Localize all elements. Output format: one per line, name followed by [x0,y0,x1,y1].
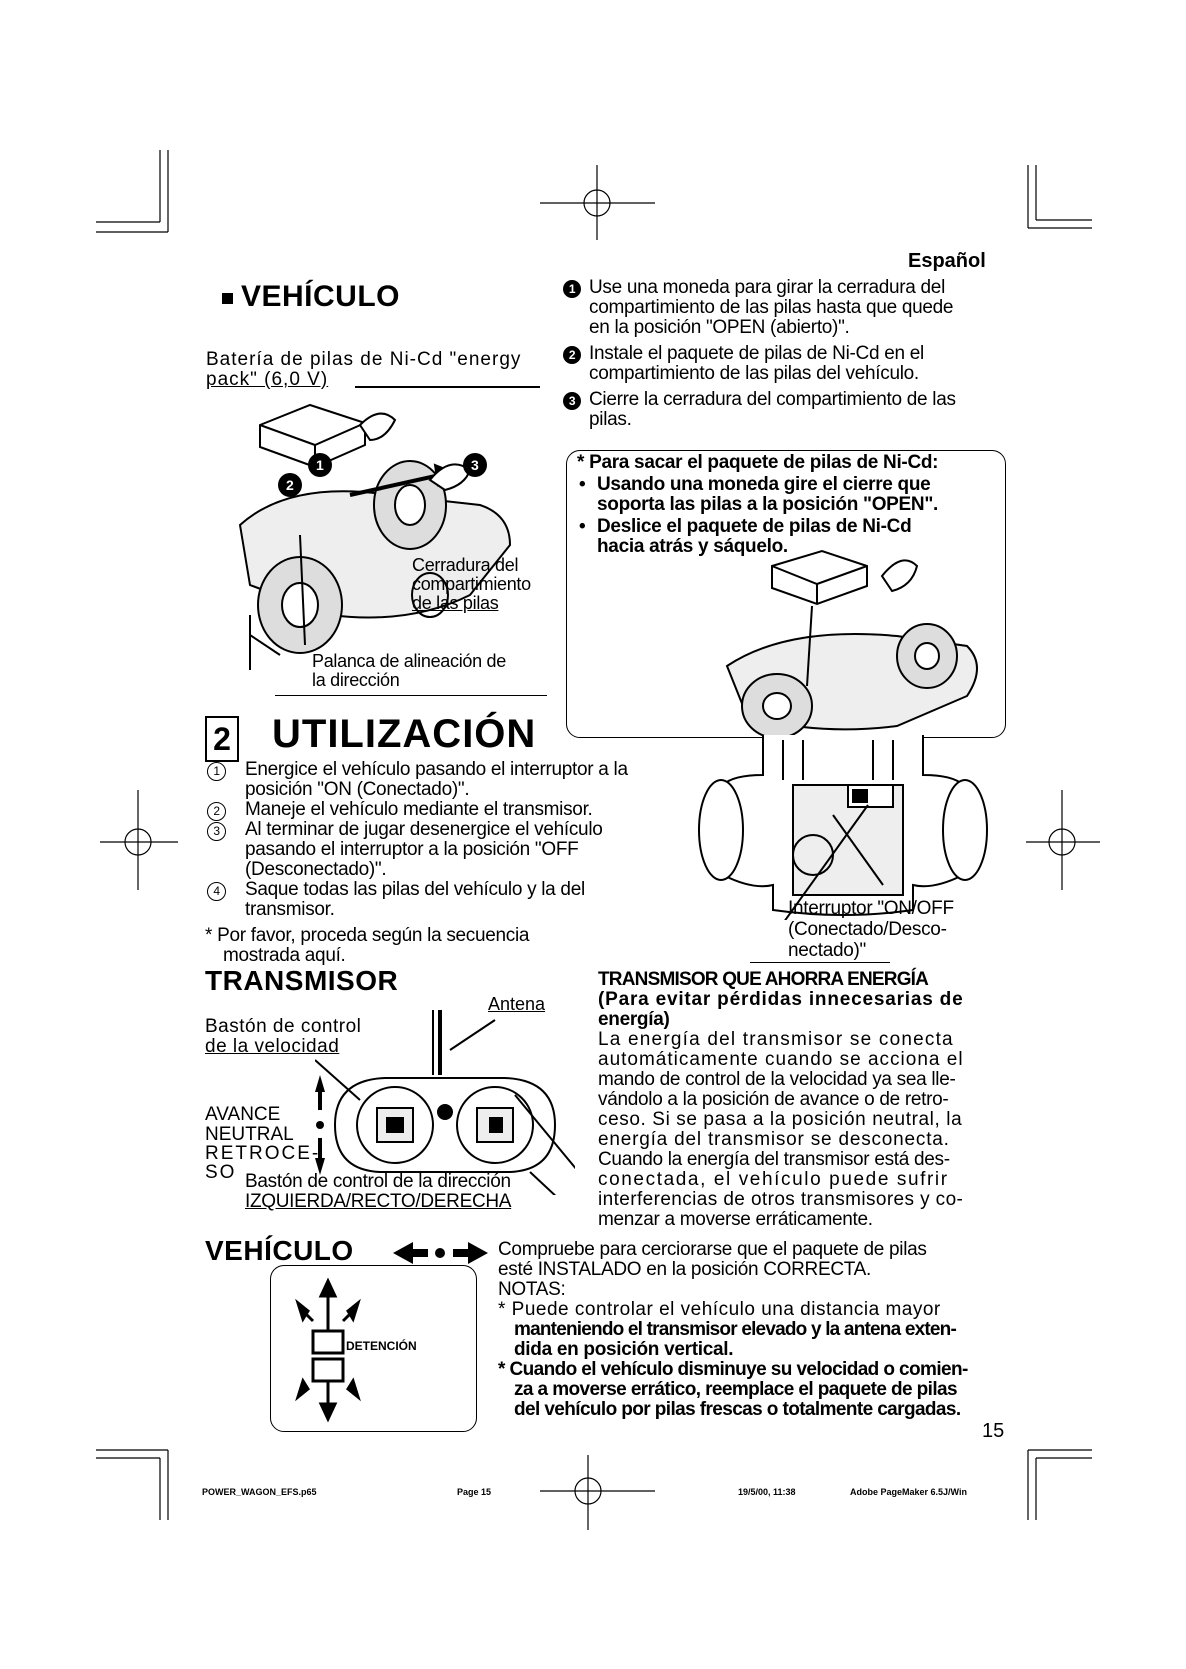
utilizacion-note: * Por favor, proceda según la secuencia … [205,925,530,966]
vehicle-section-title: VEHÍCULO [222,280,400,314]
battery-caption: Batería de pilas de Ni-Cd "energy pack" … [206,349,522,390]
steering-arrows-icon [295,1277,361,1423]
lock-callout: Cerradura del compartimiento de las pila… [412,555,531,613]
language-label: Español [908,250,986,272]
step-1-marker: 1 [316,457,324,473]
lever-callout: Palanca de alineación de la dirección [312,651,506,690]
retroceso-label: RETROCE- SO [205,1143,321,1183]
step-number-badge: 3 [563,392,581,410]
utilizacion-item: 2 Maneje el vehículo mediante el transmi… [205,800,628,821]
square-bullet-icon [222,292,233,304]
item-number-circle: 1 [207,762,226,781]
footer-file: POWER_WAGON_EFS.p65 [202,1487,317,1497]
step-item: 2 Instale el paquete de pilas de Ni-Cd e… [563,344,956,384]
transmitter-illustration [315,1010,575,1195]
car-battery-illustration: 2 1 3 [238,386,540,670]
power-switch-illustration [698,735,988,920]
antenna-label: Antena [488,994,546,1014]
footer-page: Page 15 [457,1487,492,1497]
removal-instructions-box: * Para sacar el paquete de pilas de Ni-C… [566,450,1006,738]
avance-label: AVANCE [205,1104,281,1125]
step-3-marker: 3 [471,457,479,473]
item-number-circle: 2 [207,802,226,821]
removal-item: • Usando una moneda gire el cierre que s… [579,474,939,515]
vehicle-direction-box: DETENCIÓN [270,1265,477,1432]
footer-date: 19/5/00, 11:38 [738,1487,796,1497]
section-number-box: 2 [205,716,239,762]
speed-stick-label: Bastón de control de la velocidad [205,1016,362,1057]
battery-removal-illustration [725,549,978,736]
step-item: 3 Cierre la cerradura del compartimiento… [563,390,956,430]
note-item: * Cuando el vehículo disminuye su veloci… [498,1359,968,1420]
removal-title: * Para sacar el paquete de pilas de Ni-C… [577,452,939,473]
footer-app: Adobe PageMaker 6.5J/Win [850,1487,967,1497]
steer-stick-label: Bastón de control de la dirección IZQUIE… [245,1171,512,1212]
detention-label: DETENCIÓN [346,1339,417,1353]
double-arrow-icon [393,1242,488,1264]
energy-saving-block: TRANSMISOR QUE AHORRA ENERGÍA (Para evit… [598,969,964,1230]
utilizacion-list: 1 Energice el vehículo pasando el interr… [205,760,628,966]
item-number-circle: 3 [207,822,226,841]
vehicle-control-title: VEHÍCULO [205,1235,354,1266]
neutral-label: NEUTRAL [205,1124,294,1145]
note-item: * Puede controlar el vehículo una distan… [498,1299,957,1360]
utilizacion-item: 4 Saque todas las pilas del vehículo y l… [205,880,628,920]
removal-item: • Deslice el paquete de pilas de Ni-Cd h… [579,516,912,557]
step-2-marker: 2 [286,477,294,493]
page-number: 15 [982,1420,1005,1442]
lever-callout-rule [275,695,547,696]
vehicle-notes-block: Compruebe para cerciorarse que el paquet… [498,1240,1003,1420]
step-number-badge: 1 [563,280,581,298]
utilizacion-item: 3 Al terminar de jugar desenergice el ve… [205,820,628,880]
switch-callout-rule [750,962,890,963]
step-number-badge: 2 [563,346,581,364]
utilizacion-title: UTILIZACIÓN [272,712,537,756]
step-item: 1 Use una moneda para girar la cerradura… [563,278,956,338]
power-switch-callout: Interruptor "ON/OFF (Conectado/Desco- ne… [788,898,954,961]
transmisor-title: TRANSMISOR [205,965,399,996]
step-list: 1 Use una moneda para girar la cerradura… [563,278,956,430]
utilizacion-item: 1 Energice el vehículo pasando el interr… [205,760,628,800]
item-number-circle: 4 [207,882,226,901]
